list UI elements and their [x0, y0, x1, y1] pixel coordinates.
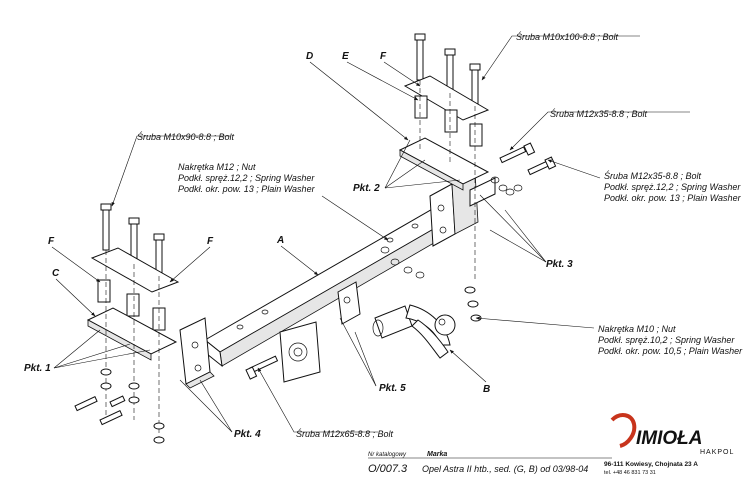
top-right-mount — [398, 33, 490, 280]
logo-subtitle: HAKPOL — [700, 449, 734, 456]
letter-d: D — [306, 51, 313, 62]
right-fasteners — [464, 142, 557, 322]
letter-a: A — [276, 235, 284, 246]
point-4: Pkt. 4 — [234, 429, 261, 440]
label-bolt-top: Śruba M10x100-8.8 ; Bolt — [516, 31, 619, 42]
label-bolt-right-3: Podkł. okr. pow. 13 ; Plain Washer — [604, 193, 742, 203]
model-description: Opel Astra II htb., sed. (G, B) od 03/98… — [422, 464, 588, 474]
letter-f-top: F — [380, 51, 387, 62]
imiola-logo: IMIOŁA HAKPOL — [610, 413, 734, 456]
footer: Nr katalogowy Marka O/007.3 Opel Astra I… — [368, 413, 734, 476]
label-bolt-right-1: Śruba M12x35-8.8 ; Bolt — [604, 170, 702, 181]
brand-label: Marka — [427, 451, 447, 458]
letter-e: E — [342, 51, 349, 62]
point-1: Pkt. 1 — [24, 363, 51, 374]
labels: Śruba M10x100-8.8 ; Bolt Śruba M12x35-8.… — [24, 31, 743, 440]
logo-text: IMIOŁA — [636, 428, 703, 449]
catalog-number: O/007.3 — [368, 463, 408, 475]
letter-c: C — [52, 268, 60, 279]
label-bolt-bottom: Śruba M12x65-8.8 ; Bolt — [296, 428, 394, 439]
label-nut-right-1: Nakrętka M10 ; Nut — [598, 324, 676, 334]
letter-f-left: F — [48, 236, 55, 247]
catalog-label: Nr katalogowy — [368, 452, 407, 458]
point-2: Pkt. 2 — [353, 183, 380, 194]
label-bolt-right-top: Śruba M12x35-8.8 ; Bolt — [550, 108, 648, 119]
point-5: Pkt. 5 — [379, 383, 406, 394]
letter-f-right: F — [207, 236, 214, 247]
cross-beam — [204, 195, 471, 368]
label-nut-mid-2: Podkł. spręż.12,2 ; Spring Washer — [178, 173, 315, 183]
label-bolt-left: Śruba M10x90-8.8 ; Bolt — [137, 131, 235, 142]
tow-ball — [372, 304, 456, 359]
company-phone: tel. +48 46 831 73 31 — [604, 470, 656, 476]
beam-fasteners — [245, 246, 425, 380]
left-bracket — [179, 317, 215, 389]
company-address: 96-111 Kowiesy, Chojnata 23 A — [604, 461, 698, 468]
leader-lines — [51, 35, 690, 433]
letter-b: B — [483, 384, 490, 395]
label-nut-mid-3: Podkł. okr. pow. 13 ; Plain Washer — [178, 184, 316, 194]
left-mount — [74, 203, 180, 444]
label-nut-mid-1: Nakrętka M12 ; Nut — [178, 162, 256, 172]
label-nut-right-3: Podkł. okr. pow. 10,5 ; Plain Washer — [598, 346, 743, 356]
label-nut-right-2: Podkł. spręż.10,2 ; Spring Washer — [598, 335, 735, 345]
center-plate — [279, 281, 361, 383]
label-bolt-right-2: Podkł. spręż.12,2 ; Spring Washer — [604, 182, 741, 192]
point-3: Pkt. 3 — [546, 259, 573, 270]
